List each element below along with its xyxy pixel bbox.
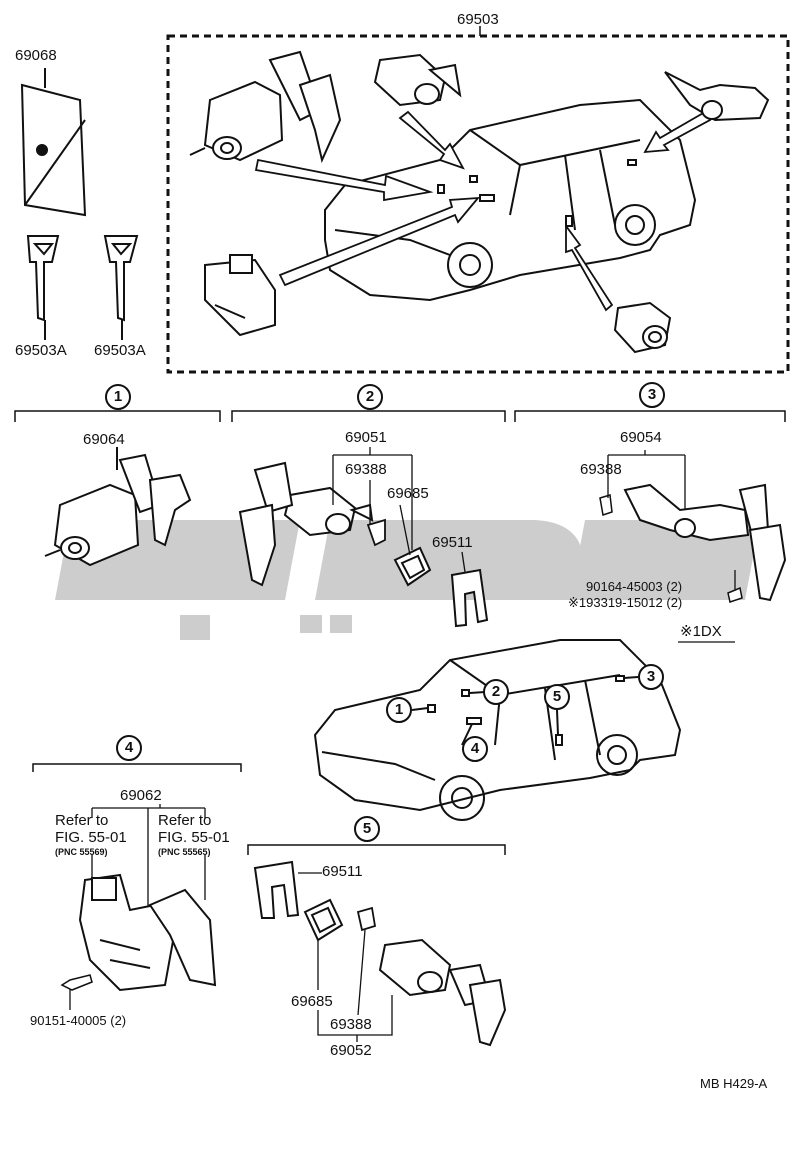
callout-4: 4: [116, 735, 142, 761]
label-69062: 69062: [120, 787, 162, 804]
section2-leaders: [332, 447, 466, 573]
label-bolt-90164: 90164-45003 (2): [586, 579, 683, 594]
car-callout-2: 2: [483, 679, 509, 705]
kit-69503-dashed-frame: [166, 34, 790, 374]
vehicle-outline-top: [324, 98, 697, 302]
pad-69685-s2: [393, 546, 432, 587]
door-cylinder-top: [373, 53, 462, 107]
label-69052: 69052: [330, 1042, 372, 1059]
blank-key-left: [26, 235, 60, 340]
label-69388-s2: 69388: [345, 461, 387, 478]
steering-lock-69062: [78, 873, 217, 992]
ref-right-pnc: (PNC 55565): [158, 847, 211, 857]
ref-right-line2: FIG. 55-01: [158, 829, 230, 846]
door-cylinder-69051: [238, 461, 374, 587]
label-bolt-90151: 90151-40005 (2): [30, 1013, 127, 1028]
label-69503A-left: 69503A: [15, 342, 67, 359]
rear-lock-cylinder-top: [664, 71, 770, 122]
section4-leaders: [69, 804, 206, 1010]
label-bolt-193319: ※193319-15012 (2): [568, 595, 683, 610]
screw-s3: [599, 494, 743, 603]
label-69511-s2: 69511: [432, 534, 473, 551]
ref-left-pnc: (PNC 55569): [55, 847, 108, 857]
label-69511-s5: 69511: [322, 863, 363, 880]
footer-figure-code: MB H429-A: [700, 1076, 768, 1091]
label-69068: 69068: [15, 47, 57, 64]
vehicle-outline-mid: [313, 639, 682, 821]
label-69685-s2: 69685: [387, 485, 429, 502]
rear-lock-69054: [623, 483, 787, 602]
ignition-cylinder-top: [189, 50, 342, 164]
label-69388-s3: 69388: [580, 461, 622, 478]
label-69064: 69064: [83, 431, 125, 448]
callout-1: 1: [105, 384, 131, 410]
callout-5: 5: [354, 816, 380, 842]
retainer-69388-s5: [356, 906, 377, 932]
label-69388-s5: 69388: [330, 1016, 372, 1033]
trunk-cylinder-top: [613, 301, 672, 354]
car-callout-4: 4: [462, 736, 488, 762]
door-cylinder-69052: [378, 938, 507, 1047]
clip-69511-s5: [253, 860, 300, 919]
ref-right-line1: Refer to: [158, 812, 212, 829]
car-callout-3: 3: [638, 664, 664, 690]
arrows-top: [254, 110, 712, 312]
label-69503: 69503: [457, 11, 499, 28]
callout-2: 2: [357, 384, 383, 410]
car-callout-1: 1: [386, 697, 412, 723]
ref-left-line2: FIG. 55-01: [55, 829, 127, 846]
bolt-90151: [60, 974, 93, 991]
callout-3: 3: [639, 382, 665, 408]
retainer-69388-s2: [366, 518, 386, 547]
section-brackets: [14, 410, 786, 855]
steering-lock-top: [204, 254, 276, 337]
clip-69511-s2: [450, 568, 489, 628]
ref-left-line1: Refer to: [55, 812, 109, 829]
label-69503A-right: 69503A: [94, 342, 146, 359]
label-69051: 69051: [345, 429, 387, 446]
key-plate-69068: [20, 68, 87, 217]
blank-key-right: [103, 235, 139, 340]
car-callout-5: 5: [544, 684, 570, 710]
label-69054: 69054: [620, 429, 662, 446]
section3-leaders: [607, 450, 736, 643]
section5-leaders: [298, 872, 393, 1042]
label-69685-s5: 69685: [291, 993, 333, 1010]
label-note-1dx: ※1DX: [680, 623, 722, 640]
pad-69685-s5: [303, 898, 344, 942]
ignition-cylinder-69064: [44, 447, 192, 567]
